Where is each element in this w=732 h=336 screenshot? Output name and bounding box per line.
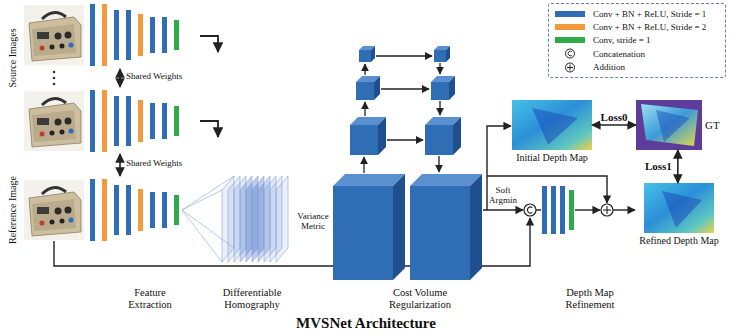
axis-title: Source Images	[7, 28, 18, 87]
node-label: Refined Depth Map	[636, 235, 722, 247]
initial-depth-picture	[512, 100, 592, 150]
stage-label: Cost Volume Regularization	[365, 287, 475, 310]
depth-map-node: Initial Depth Map	[512, 100, 592, 164]
symbol-ring	[566, 63, 575, 72]
note-label: Shared Weights	[126, 159, 182, 169]
gt-depth-picture	[636, 100, 702, 150]
bent-arrow	[200, 121, 218, 137]
legend-swatch	[555, 11, 585, 17]
depth-map-node: GT	[636, 100, 720, 150]
legend-text: Conv, stride = 1	[593, 35, 651, 45]
shared-arrow	[119, 69, 121, 87]
legend-swatch	[555, 24, 585, 30]
concat-symbol	[524, 204, 536, 216]
loss-label: Loss1	[644, 160, 673, 172]
refine-bars	[542, 186, 574, 234]
source-image	[24, 5, 84, 65]
legend-row: Conv, stride = 1	[555, 34, 719, 47]
legend-box: Conv + BN + ReLU, Stride = 1 Conv + BN + …	[548, 3, 726, 78]
legend-text: Conv + BN + ReLU, Stride = 1	[593, 9, 706, 19]
legend-row: Conv + BN + ReLU, Stride = 1	[555, 7, 719, 20]
axis-title: Reference Image	[7, 176, 18, 244]
cube-arrows	[364, 56, 440, 173]
source-image	[24, 91, 84, 151]
symbol-arc	[568, 52, 572, 57]
figure-caption: MVSNet Architecture	[0, 315, 732, 332]
symbol-ring	[566, 49, 575, 58]
legend-swatch	[555, 37, 585, 43]
reference-image	[24, 180, 84, 240]
refined-depth-picture	[644, 183, 714, 233]
node-label: GT	[705, 119, 720, 132]
loss-connector	[592, 124, 636, 126]
loss-connector	[677, 150, 679, 183]
depth-map-node: Refined Depth Map	[636, 183, 722, 247]
shared-arrow	[119, 154, 121, 176]
stage-label: Soft Argmin	[487, 186, 519, 206]
loss-label: Loss0	[600, 111, 629, 123]
feature-extractor	[90, 90, 179, 152]
bent-arrow	[200, 36, 218, 52]
legend-row: Concatenation	[555, 47, 719, 60]
stage-label: Depth Map Refinement	[553, 287, 627, 310]
feature-extractor	[90, 4, 179, 66]
ellipsis-dots	[53, 71, 56, 86]
legend-text: Concatenation	[593, 49, 645, 59]
addition-symbol	[555, 62, 585, 73]
stage-label: Variance Metric	[293, 212, 333, 232]
stage-label: Differentiable Homography	[213, 287, 291, 310]
legend-text: Addition	[593, 62, 625, 72]
stage-label: Feature Extraction	[118, 287, 182, 310]
node-label: Initial Depth Map	[512, 152, 592, 164]
legend-row: Addition	[555, 61, 719, 74]
legend-text: Conv + BN + ReLU, Stride = 2	[593, 22, 706, 32]
concat-symbol	[555, 48, 585, 59]
legend-row: Conv + BN + ReLU, Stride = 2	[555, 20, 719, 33]
addition-symbol	[601, 204, 613, 216]
homography-planes	[182, 176, 288, 262]
feature-extractor	[90, 179, 179, 241]
symbol-cross	[567, 64, 573, 70]
note-label: Shared Weights	[126, 72, 182, 82]
cost-volume-cubes	[333, 46, 482, 280]
